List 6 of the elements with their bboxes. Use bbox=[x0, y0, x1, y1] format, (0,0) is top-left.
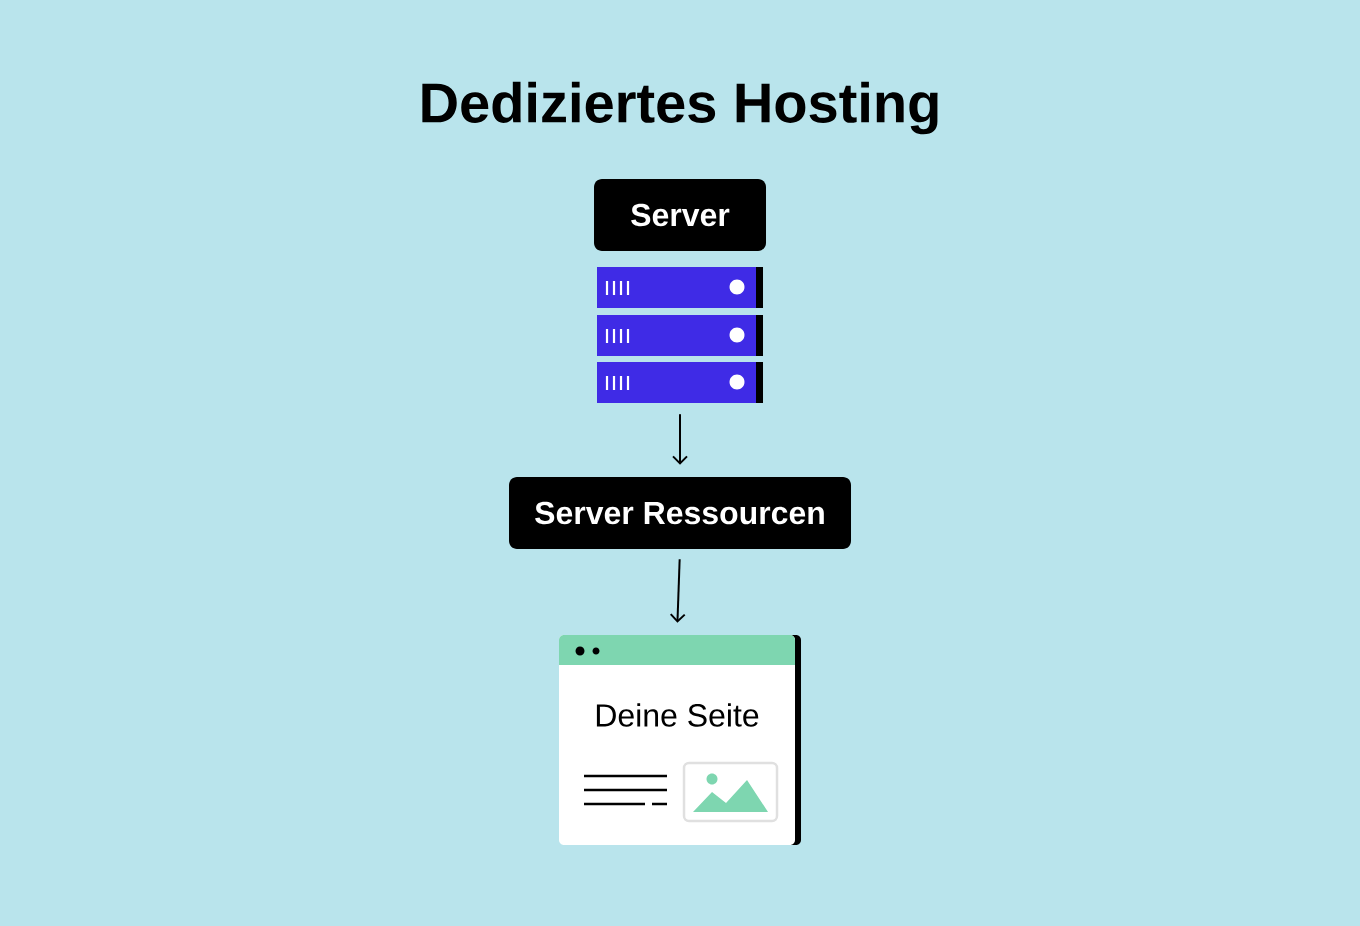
arrow bbox=[672, 413, 688, 465]
server-rack-drawing bbox=[597, 267, 763, 403]
label-box: Server bbox=[594, 179, 766, 251]
title: Dediziertes Hosting bbox=[422, 81, 938, 135]
arrow bbox=[669, 558, 686, 623]
label-box: Server Ressourcen bbox=[509, 477, 851, 549]
